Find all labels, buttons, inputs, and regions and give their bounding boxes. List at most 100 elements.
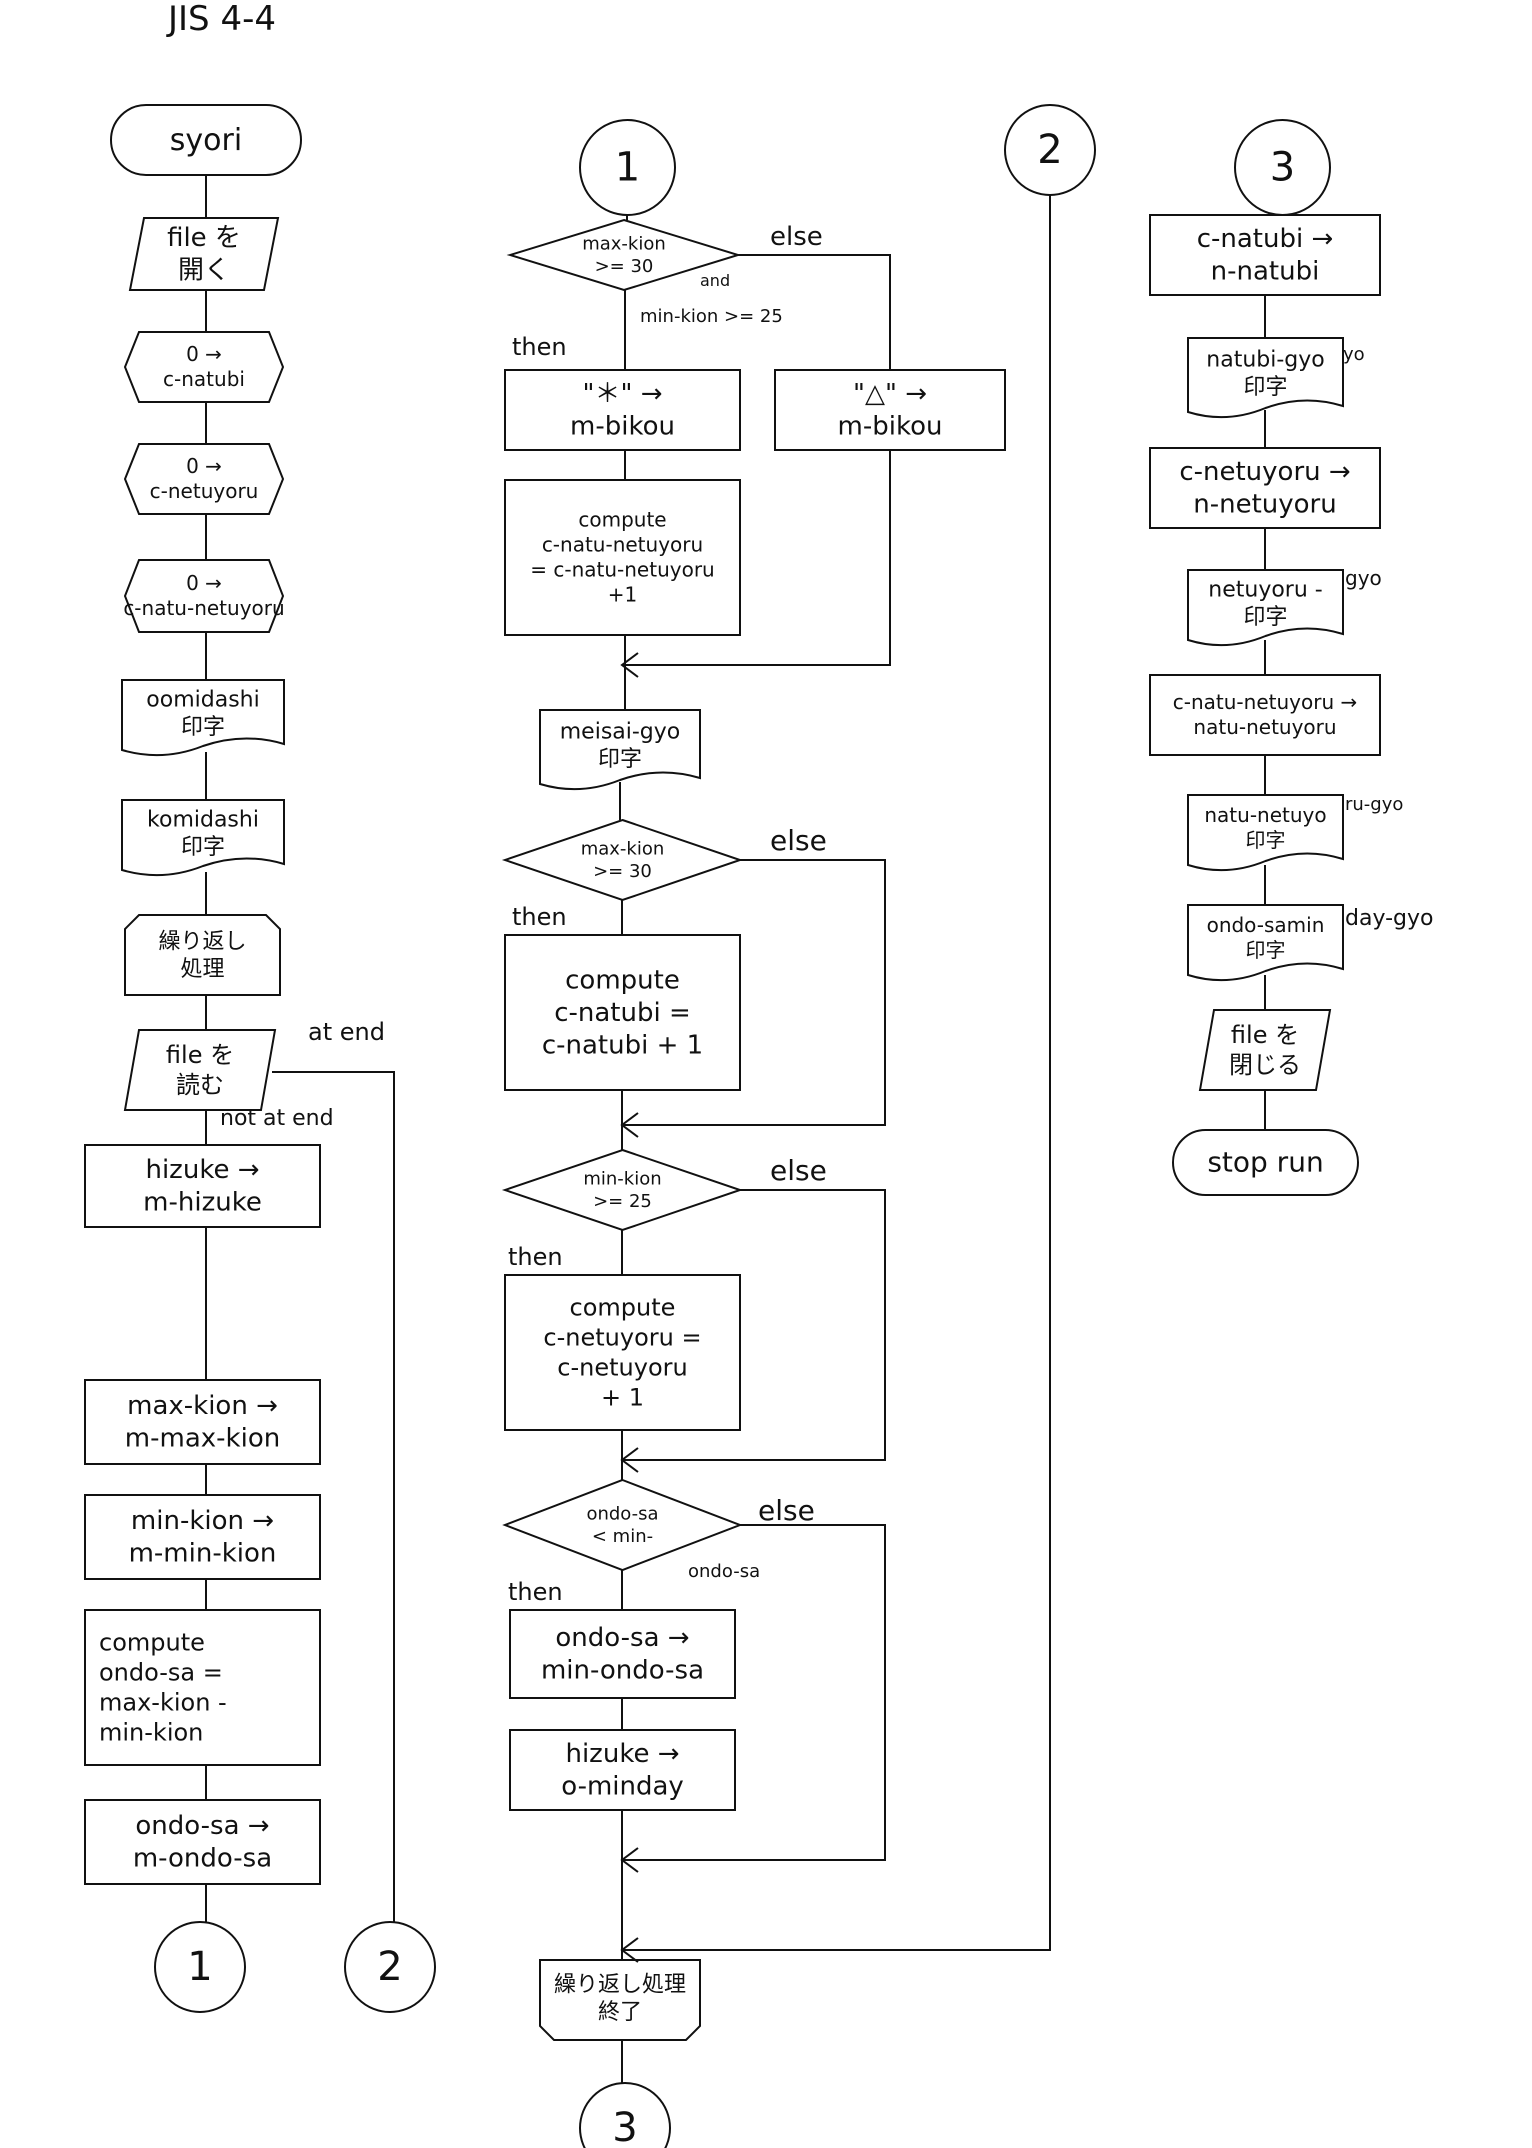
node-init-natu-netuyoru: 0 →c-natu-netuyoru [123, 559, 285, 633]
label-else-2: else [770, 824, 827, 857]
merge-arrow [620, 1847, 639, 1873]
flow-line [622, 450, 891, 666]
node-text: 1 [615, 145, 640, 191]
merge-arrow [620, 1937, 639, 1963]
merge-arrow [620, 1447, 639, 1473]
node-text: c-natu-netuyoru [123, 596, 284, 620]
node-text: komidashi [147, 807, 259, 832]
node-text: c-natu-netuyoru [542, 533, 703, 557]
node-text: n-netuyoru [1193, 490, 1336, 520]
node-text: ondo-sa → [555, 1623, 689, 1653]
label-min-kion-cond: min-kion >= 25 [640, 306, 783, 327]
node-text: c-natubi → [1197, 224, 1334, 254]
node-text: 閉じる [1229, 1051, 1301, 1079]
node-text: m-bikou [570, 412, 675, 442]
node-text: m-min-kion [129, 1539, 277, 1569]
merge-arrow [620, 652, 639, 678]
node-text: natu-netuyo [1204, 803, 1326, 827]
node-cond-natu-netuyoru: max-kion>= 30 [506, 218, 742, 292]
page-title: JIS 4-4 [166, 0, 276, 39]
node-move-n-natubi: c-natubi →n-natubi [1149, 214, 1381, 296]
node-text: c-netuyoru [557, 1353, 687, 1381]
node-text: >= 30 [595, 256, 654, 277]
node-text: hizuke → [565, 1739, 679, 1769]
node-text: 2 [1037, 127, 1062, 173]
node-cond-max: max-kion>= 30 [501, 818, 744, 902]
node-cond-ondo: ondo-sa< min- [502, 1478, 743, 1572]
merge-arrow [620, 1112, 639, 1138]
node-text: hizuke → [145, 1155, 259, 1185]
node-text: natubi-gyo [1206, 347, 1324, 372]
node-conn2-top: 2 [1004, 104, 1096, 196]
node-conn3-top: 3 [1234, 119, 1331, 216]
node-text: 処理 [180, 957, 224, 982]
node-text: m-bikou [838, 412, 943, 442]
label-not-at-end: not at end [220, 1106, 334, 1131]
node-text: compute [99, 1628, 205, 1656]
node-move-max-kion: max-kion →m-max-kion [84, 1379, 321, 1465]
label-at-end: at end [308, 1018, 385, 1046]
flow-line [622, 859, 886, 1126]
node-text: 印字 [1243, 605, 1287, 630]
label-else-1: else [770, 222, 823, 252]
node-text: c-natubi [163, 367, 245, 391]
node-move-hizuke: hizuke →m-hizuke [84, 1144, 321, 1228]
node-text: 2 [377, 1944, 402, 1990]
node-start: syori [110, 104, 302, 176]
node-text: c-netuyoru = [543, 1323, 701, 1351]
node-text: netuyoru - [1208, 577, 1322, 602]
node-text: min-ondo-sa [541, 1656, 704, 1686]
node-text: 0 → [186, 571, 222, 595]
node-text: +1 [608, 583, 637, 607]
node-text: max-kion → [127, 1391, 278, 1421]
label-else-4: else [758, 1494, 815, 1527]
node-text: < min- [592, 1526, 653, 1547]
node-text: m-hizuke [143, 1188, 262, 1218]
node-text: max-kion [582, 234, 666, 255]
node-text: natu-netuyoru [1193, 715, 1336, 739]
node-text: min-kion [583, 1169, 661, 1190]
node-text: stop run [1207, 1146, 1323, 1179]
node-cond-min: min-kion>= 25 [501, 1148, 744, 1232]
node-text: 印字 [181, 715, 225, 740]
node-print-netuyoru: netuyoru - 印字 [1187, 569, 1344, 647]
flow-line [272, 1071, 395, 1922]
node-text: 印字 [598, 747, 642, 772]
node-read-file: file を読む [123, 1029, 277, 1111]
node-text: m-ondo-sa [133, 1844, 272, 1874]
label-then-4: then [508, 1578, 563, 1606]
node-text: ondo-sa → [135, 1811, 269, 1841]
node-text: 繰り返し [158, 929, 246, 954]
node-move-natu-netuyoru: c-natu-netuyoru →natu-netuyoru [1149, 674, 1381, 756]
node-conn3-bottom: 3 [579, 2082, 671, 2148]
node-text: >= 30 [593, 861, 652, 882]
node-text: compute [578, 508, 666, 532]
label-and-cond: and [700, 271, 730, 290]
label-then-3: then [508, 1243, 563, 1271]
node-text: 1 [187, 1944, 212, 1990]
flow-line [622, 1189, 886, 1461]
node-text: c-netuyoru [150, 479, 259, 503]
node-loop-start: 繰り返し処理 [124, 914, 281, 996]
label-gyo-natu-netuyoru: ru-gyo [1345, 794, 1403, 815]
node-text: 終了 [598, 2000, 642, 2025]
node-text: ondo-sa [586, 1504, 658, 1525]
node-text: ondo-sa = [99, 1658, 223, 1686]
node-text: + 1 [601, 1383, 644, 1411]
label-natubi-suffix: yo [1343, 344, 1365, 365]
node-move-min-kion: min-kion →m-min-kion [84, 1494, 321, 1580]
label-gyo-ondo: day-gyo [1345, 906, 1433, 931]
node-text: >= 25 [593, 1191, 652, 1212]
